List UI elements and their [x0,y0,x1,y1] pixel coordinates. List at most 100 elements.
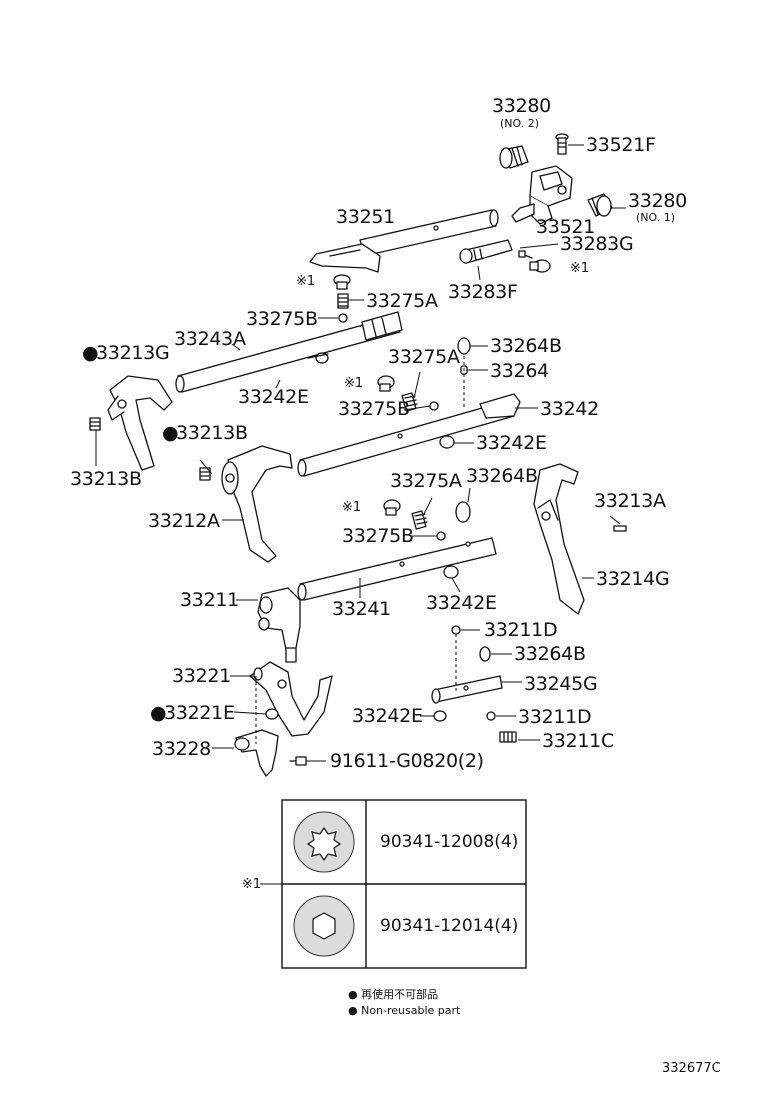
part-label-33275b-1[interactable]: 33275B [246,308,318,330]
spring-33275a-3-part [411,510,428,530]
part-label-33275b-3[interactable]: 33275B [342,525,414,547]
part-label-33213b-lower[interactable]: 33213B [70,468,142,490]
bolt-33213b-2-part [199,467,211,481]
part-label-33264b-3[interactable]: 33264B [514,643,586,665]
part-label-33221[interactable]: 33221 [172,665,231,687]
bolt-33213b-1-part [89,417,101,431]
ball-33211d-1-part [451,625,461,635]
non-reusable-marker: ● [162,422,179,444]
ball-33275b-3-part [436,531,446,541]
non-reusable-marker: ● [82,342,99,364]
ref-mark-table: ※1 [242,877,262,892]
shaft-33251-part [309,209,499,273]
clip-33242e-2-part [439,435,455,449]
part-label-33242e-4[interactable]: 33242E [352,705,423,727]
part-label-33245g[interactable]: 33245G [524,673,598,695]
part-label-33280-no2[interactable]: 33280 [492,95,551,117]
part-label-33242e-2[interactable]: 33242E [476,432,547,454]
ball-33211d-2-part [486,711,496,721]
part-label-33228[interactable]: 33228 [152,738,211,760]
fork-33214g-part [533,463,585,615]
part-label-33283g[interactable]: 33283G [560,233,634,255]
part-label-91611-g0820[interactable]: 91611-G0820(2) [330,750,484,772]
part-label-33242e-3[interactable]: 33242E [426,592,497,614]
ref-mark-4: ※1 [342,500,362,515]
part-label-33213b-upper[interactable]: 33213B [176,422,248,444]
part-label-33213g[interactable]: 33213G [96,342,170,364]
pin-33283f-part [459,239,513,264]
part-label-33241[interactable]: 33241 [332,598,391,620]
plug-no2-part [499,145,529,169]
part-label-33213a[interactable]: 33213A [594,490,666,512]
ref-mark-1: ※1 [296,274,316,289]
part-label-33521[interactable]: 33521 [536,216,595,238]
table-part-number-row2[interactable]: 90341-12014(4) [380,916,519,936]
part-label-33280-no1[interactable]: 33280 [628,190,687,212]
part-label-33212a[interactable]: 33212A [148,510,220,532]
table-part-number-row1[interactable]: 90341-12008(4) [380,832,519,852]
part-label-33221e[interactable]: 33221E [164,702,235,724]
pin-33213a-part [613,525,627,532]
spring-33275a-1-part [337,293,349,309]
pin-33283g-part [518,250,533,259]
ref-mark-2: ※1 [570,261,590,276]
fork-33212a-part [221,445,293,563]
part-label-33211d-2[interactable]: 33211D [518,706,592,728]
spring-33211c-part [499,731,517,743]
lever-33211-part [257,587,301,663]
interlock-33264b-2-part [455,501,471,523]
part-label-33264b-1[interactable]: 33264B [490,335,562,357]
illustration-code: 332677C [662,1061,721,1076]
shift-housing-33521-part [511,165,573,225]
fastener-table [281,799,527,969]
hex-socket-bolt-head-icon [293,895,355,957]
leader-lines [95,144,626,885]
part-label-33521f[interactable]: 33521F [586,134,656,156]
part-label-33242e-1[interactable]: 33242E [238,386,309,408]
interlock-33264b-3-part [479,646,491,662]
bolt-ref1-a-part [333,274,351,290]
clip-33242e-4-part [433,710,447,722]
spring-33275a-2-part [401,392,418,412]
shaft-33245g-part [431,675,503,704]
part-label-33211d-1[interactable]: 33211D [484,619,558,641]
fork-33221-part [249,661,333,737]
bolt-ref1-b-part [377,375,395,392]
shaft-33242-part [297,393,521,477]
part-label-33283f[interactable]: 33283F [448,281,518,303]
legend-line-english: ● Non-reusable part [348,1004,461,1017]
ball-33275b-2-part [429,401,439,411]
part-label-33275a-3[interactable]: 33275A [390,470,462,492]
part-label-33211[interactable]: 33211 [180,589,239,611]
shaft-33243a-part [175,311,403,393]
shaft-33241-part [297,537,497,601]
part-sublabel-no2: (NO. 2) [500,117,540,130]
clip-33242e-1-part [307,352,329,364]
fork-33213g-part [107,375,173,471]
part-sublabel-no1: (NO. 1) [636,211,676,224]
torx-bolt-head-icon [293,811,355,873]
part-label-33275b-2[interactable]: 33275B [338,398,410,420]
bolt-ref1-c-part [383,499,401,516]
part-label-33243a[interactable]: 33243A [174,328,246,350]
ball-33275b-1-part [338,313,348,323]
part-label-33275a-2[interactable]: 33275A [388,346,460,368]
lever-33228-part [234,729,279,777]
clip-33242e-3-part [443,565,459,579]
bolt-33521f-part [555,133,569,155]
part-label-33251[interactable]: 33251 [336,206,395,228]
part-label-33275a-1[interactable]: 33275A [366,290,438,312]
part-label-33214g[interactable]: 33214G [596,568,670,590]
bolt-ref1-upper-part [529,259,551,273]
clip-33221e-part [265,708,279,720]
part-label-33242[interactable]: 33242 [540,398,599,420]
part-label-33264b-2[interactable]: 33264B [466,465,538,487]
bolt-91611-part [289,756,307,766]
ref-mark-3: ※1 [344,376,364,391]
legend-line-japanese: ● 再使用不可部品 [348,988,439,1001]
plug-no1-part [587,193,613,217]
part-label-33211c[interactable]: 33211C [542,730,614,752]
non-reusable-marker: ● [150,702,167,724]
part-label-33264[interactable]: 33264 [490,360,549,382]
